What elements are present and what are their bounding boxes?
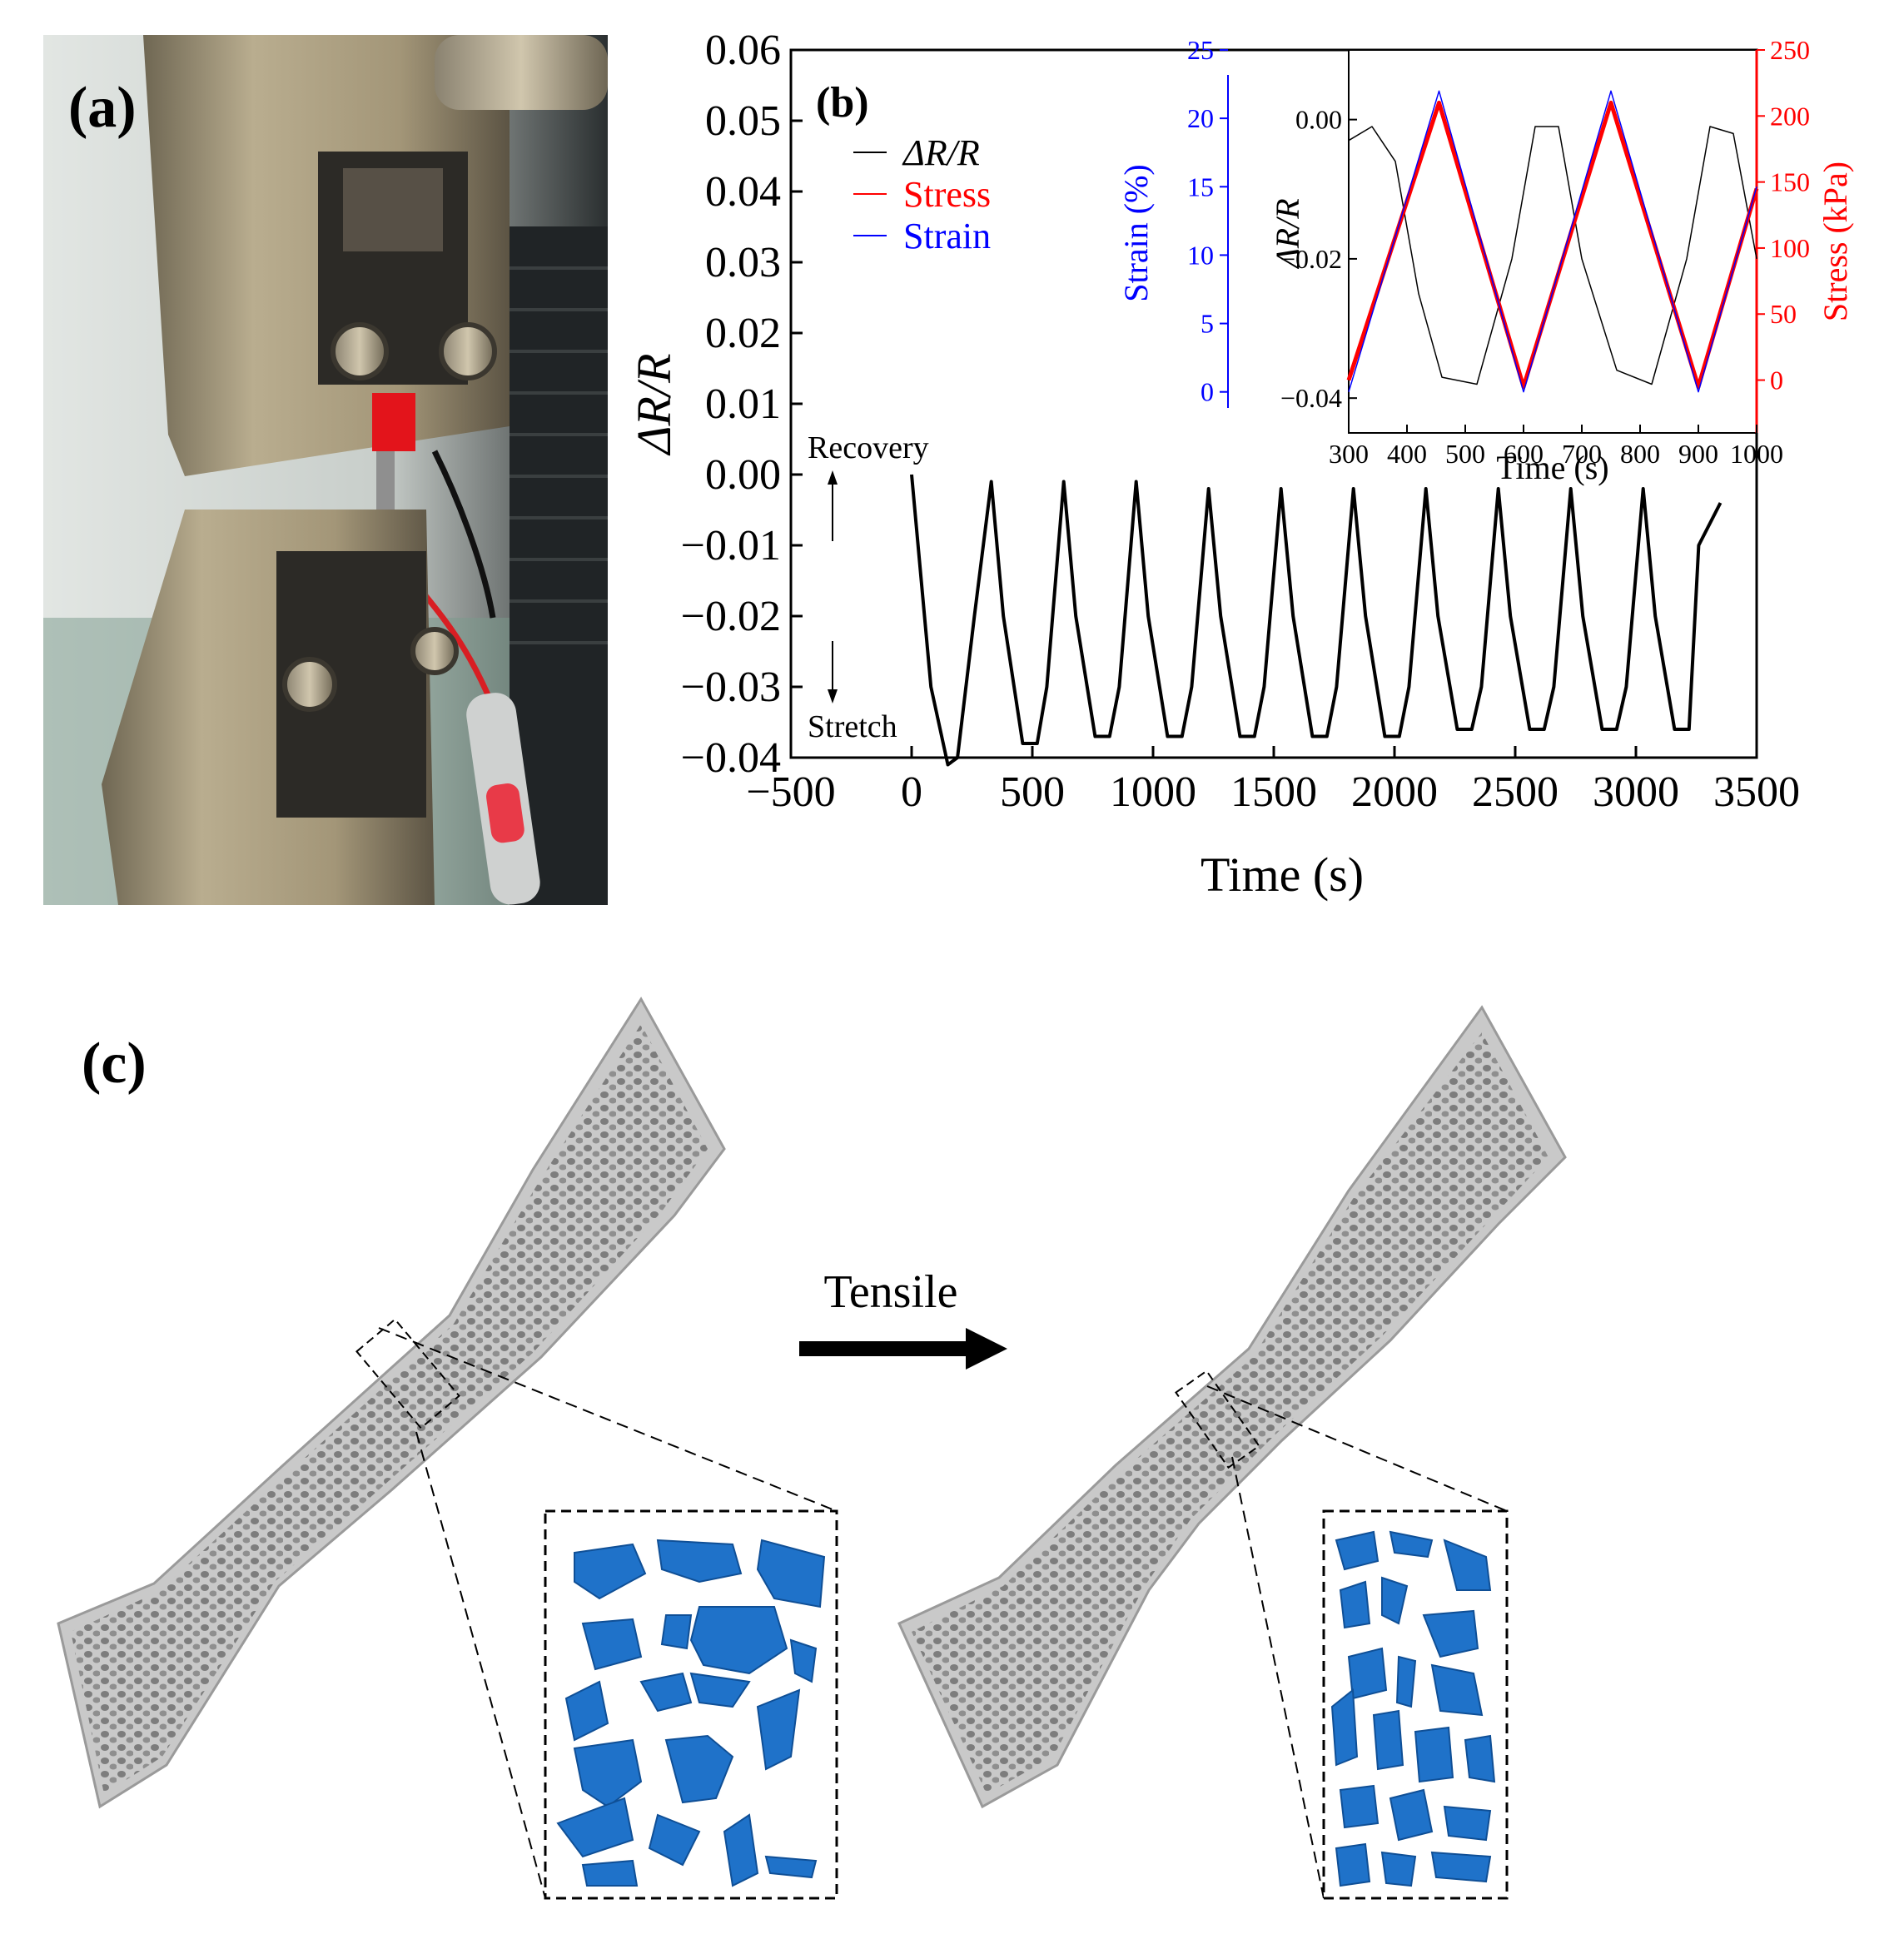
inset-x-tick-label: 900 bbox=[1678, 439, 1718, 469]
main-y-tick-label: 0.04 bbox=[705, 168, 781, 216]
main-x-tick-label: 1500 bbox=[1230, 768, 1317, 816]
panel-b-label: (b) bbox=[816, 79, 869, 127]
inset-x-axis-label: Time (s) bbox=[1496, 449, 1608, 486]
main-y-tick-label: −0.04 bbox=[681, 734, 781, 782]
inset-stress-tick-label: 250 bbox=[1770, 35, 1810, 65]
inset-strain-tick-label: 20 bbox=[1187, 103, 1214, 133]
inset-x-tick-label: 500 bbox=[1445, 439, 1485, 469]
legend-label-stress: Stress bbox=[903, 174, 991, 215]
inset-series-strain bbox=[1348, 90, 1757, 393]
tensile-schematic: (c) bbox=[57, 997, 1567, 1900]
inset-strain-tick-label: 25 bbox=[1187, 35, 1214, 65]
inset-y-tick-label: −0.02 bbox=[1280, 244, 1342, 274]
main-x-tick-label: 1000 bbox=[1110, 768, 1196, 816]
recovery-annotation: Recovery bbox=[808, 430, 929, 465]
schematic-panel-c: (c) bbox=[0, 957, 1904, 1930]
main-y-tick-label: −0.03 bbox=[681, 664, 781, 711]
inset-x-tick-label: 1000 bbox=[1730, 439, 1783, 469]
main-x-tick-label: −500 bbox=[746, 768, 835, 816]
inset-strain-tick-label: 15 bbox=[1187, 172, 1214, 201]
zoom-line-original-bottom bbox=[415, 1431, 546, 1899]
main-x-tick-label: 3500 bbox=[1713, 768, 1800, 816]
main-y-tick-label: 0.06 bbox=[705, 27, 781, 74]
main-y-axis-label: ΔR/R bbox=[633, 353, 681, 455]
recovery-arrowhead bbox=[828, 470, 838, 485]
inset-y-tick-label: −0.04 bbox=[1280, 383, 1342, 413]
main-y-tick-label: 0.01 bbox=[705, 380, 781, 428]
inset-strain-tick-label: 0 bbox=[1201, 377, 1214, 407]
inset-x-tick-label: 300 bbox=[1329, 439, 1369, 469]
specimen-original bbox=[57, 997, 726, 1809]
inset-series-resistance bbox=[1348, 126, 1757, 385]
main-y-tick-label: −0.01 bbox=[681, 522, 781, 569]
inset-stress-tick-label: 150 bbox=[1770, 167, 1810, 197]
magnified-stretched bbox=[1322, 1509, 1509, 1900]
stretch-arrowhead bbox=[828, 689, 838, 703]
main-x-axis-label: Time (s) bbox=[1201, 848, 1364, 902]
inset-stress-axis-label: Stress (kPa) bbox=[1817, 162, 1854, 321]
inset-stress-tick-label: 50 bbox=[1770, 299, 1797, 329]
main-x-tick-label: 3000 bbox=[1593, 768, 1679, 816]
zoom-line-original-top bbox=[378, 1327, 838, 1512]
tensile-arrowhead bbox=[966, 1328, 1007, 1370]
legend-label-strain: Strain bbox=[903, 216, 991, 256]
inset-x-tick-label: 600 bbox=[1504, 439, 1544, 469]
inset-strain-tick-label: 5 bbox=[1201, 309, 1214, 339]
main-y-tick-label: 0.05 bbox=[705, 97, 781, 145]
magnified-original bbox=[544, 1509, 838, 1900]
series-resistance-change bbox=[910, 474, 1723, 767]
main-x-tick-label: 0 bbox=[901, 768, 922, 816]
panel-a-label: (a) bbox=[68, 76, 137, 140]
inset-y-axis-label: ΔR/R bbox=[1269, 198, 1306, 269]
tensile-label: Tensile bbox=[824, 1266, 958, 1318]
specimen-stretched bbox=[897, 1005, 1567, 1809]
zoom-region-original bbox=[355, 1318, 460, 1429]
inset-strain-tick-label: 10 bbox=[1187, 240, 1214, 270]
panel-c-label: (c) bbox=[82, 1032, 147, 1096]
zoom-region-stretched bbox=[1175, 1370, 1260, 1469]
inset-x-tick-label: 700 bbox=[1562, 439, 1602, 469]
inset-strain-axis-label: Strain (%) bbox=[1117, 164, 1155, 302]
inset-x-tick-label: 400 bbox=[1387, 439, 1427, 469]
inset-stress-tick-label: 0 bbox=[1770, 365, 1783, 395]
main-y-tick-label: −0.02 bbox=[681, 593, 781, 640]
legend-label-resistance: ΔR/R bbox=[902, 132, 980, 173]
inset-plot-frame bbox=[1348, 49, 1757, 434]
stretch-annotation: Stretch bbox=[808, 709, 897, 744]
main-y-tick-label: 0.02 bbox=[705, 310, 781, 357]
inset-stress-tick-label: 200 bbox=[1770, 101, 1810, 131]
main-y-tick-label: 0.00 bbox=[705, 451, 781, 499]
zoom-line-stretched-bottom bbox=[1231, 1456, 1325, 1899]
inset-y-tick-label: 0.00 bbox=[1295, 105, 1342, 135]
main-x-tick-label: 500 bbox=[1000, 768, 1065, 816]
photo-panel-a: (a) bbox=[43, 35, 608, 905]
main-y-tick-label: 0.03 bbox=[705, 239, 781, 286]
main-x-tick-label: 2000 bbox=[1351, 768, 1438, 816]
inset-series-stress bbox=[1346, 100, 1759, 389]
main-x-tick-label: 2500 bbox=[1472, 768, 1558, 816]
inset-stress-tick-label: 100 bbox=[1770, 233, 1810, 263]
tensile-fixture-photo: (a) bbox=[43, 35, 608, 905]
chart-legend: ΔR/R Stress Strain bbox=[853, 132, 991, 256]
inset-x-tick-label: 800 bbox=[1620, 439, 1660, 469]
